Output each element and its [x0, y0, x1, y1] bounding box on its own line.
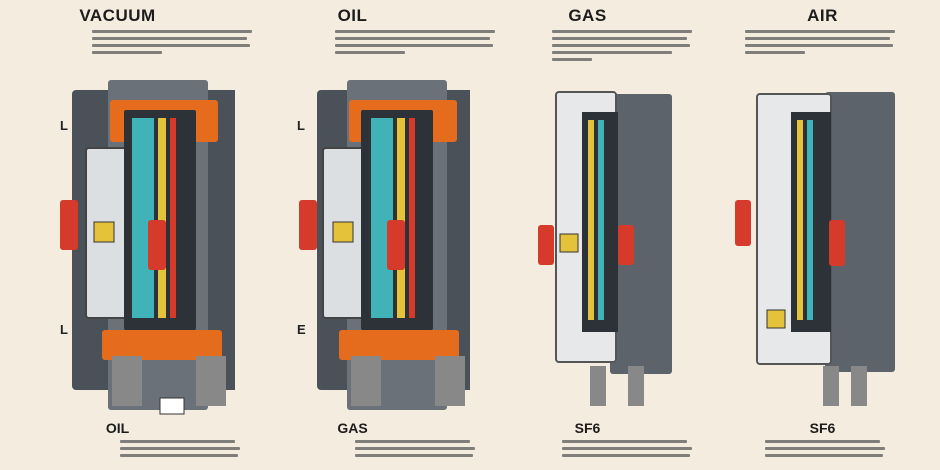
- side-label: E: [297, 322, 306, 337]
- breaker-illustration: [60, 80, 235, 415]
- panel-bottom-title: GAS: [337, 420, 368, 436]
- side-label: L: [60, 118, 68, 133]
- breaker-illustration: [538, 91, 672, 406]
- panel-vacuum: VACUUM L L OIL: [0, 0, 252, 470]
- bottom-description-text: [120, 440, 240, 461]
- panel-bottom-title: SF6: [574, 420, 601, 436]
- bottom-description-text: [355, 440, 475, 461]
- panel-title: AIR: [807, 6, 838, 25]
- panel-title: OIL: [337, 6, 368, 25]
- panel-oil: OIL L E GAS: [235, 0, 495, 470]
- bottom-description-text: [765, 440, 885, 461]
- panel-title: GAS: [568, 6, 607, 25]
- side-label: L: [297, 118, 305, 133]
- side-label: L: [60, 322, 68, 337]
- description-text: [745, 30, 895, 58]
- panel-title: VACUUM: [79, 6, 156, 25]
- panel-gas: GAS SF6: [470, 0, 705, 470]
- breaker-illustration: [735, 92, 895, 406]
- description-text: [552, 30, 692, 65]
- description-text: [92, 30, 252, 58]
- panel-bottom-title: SF6: [809, 420, 836, 436]
- breaker-illustration: [299, 80, 470, 410]
- panel-air: AIR SF6: [705, 0, 940, 470]
- description-text: [335, 30, 495, 58]
- panel-bottom-title: OIL: [105, 420, 130, 436]
- bottom-description-text: [562, 440, 692, 461]
